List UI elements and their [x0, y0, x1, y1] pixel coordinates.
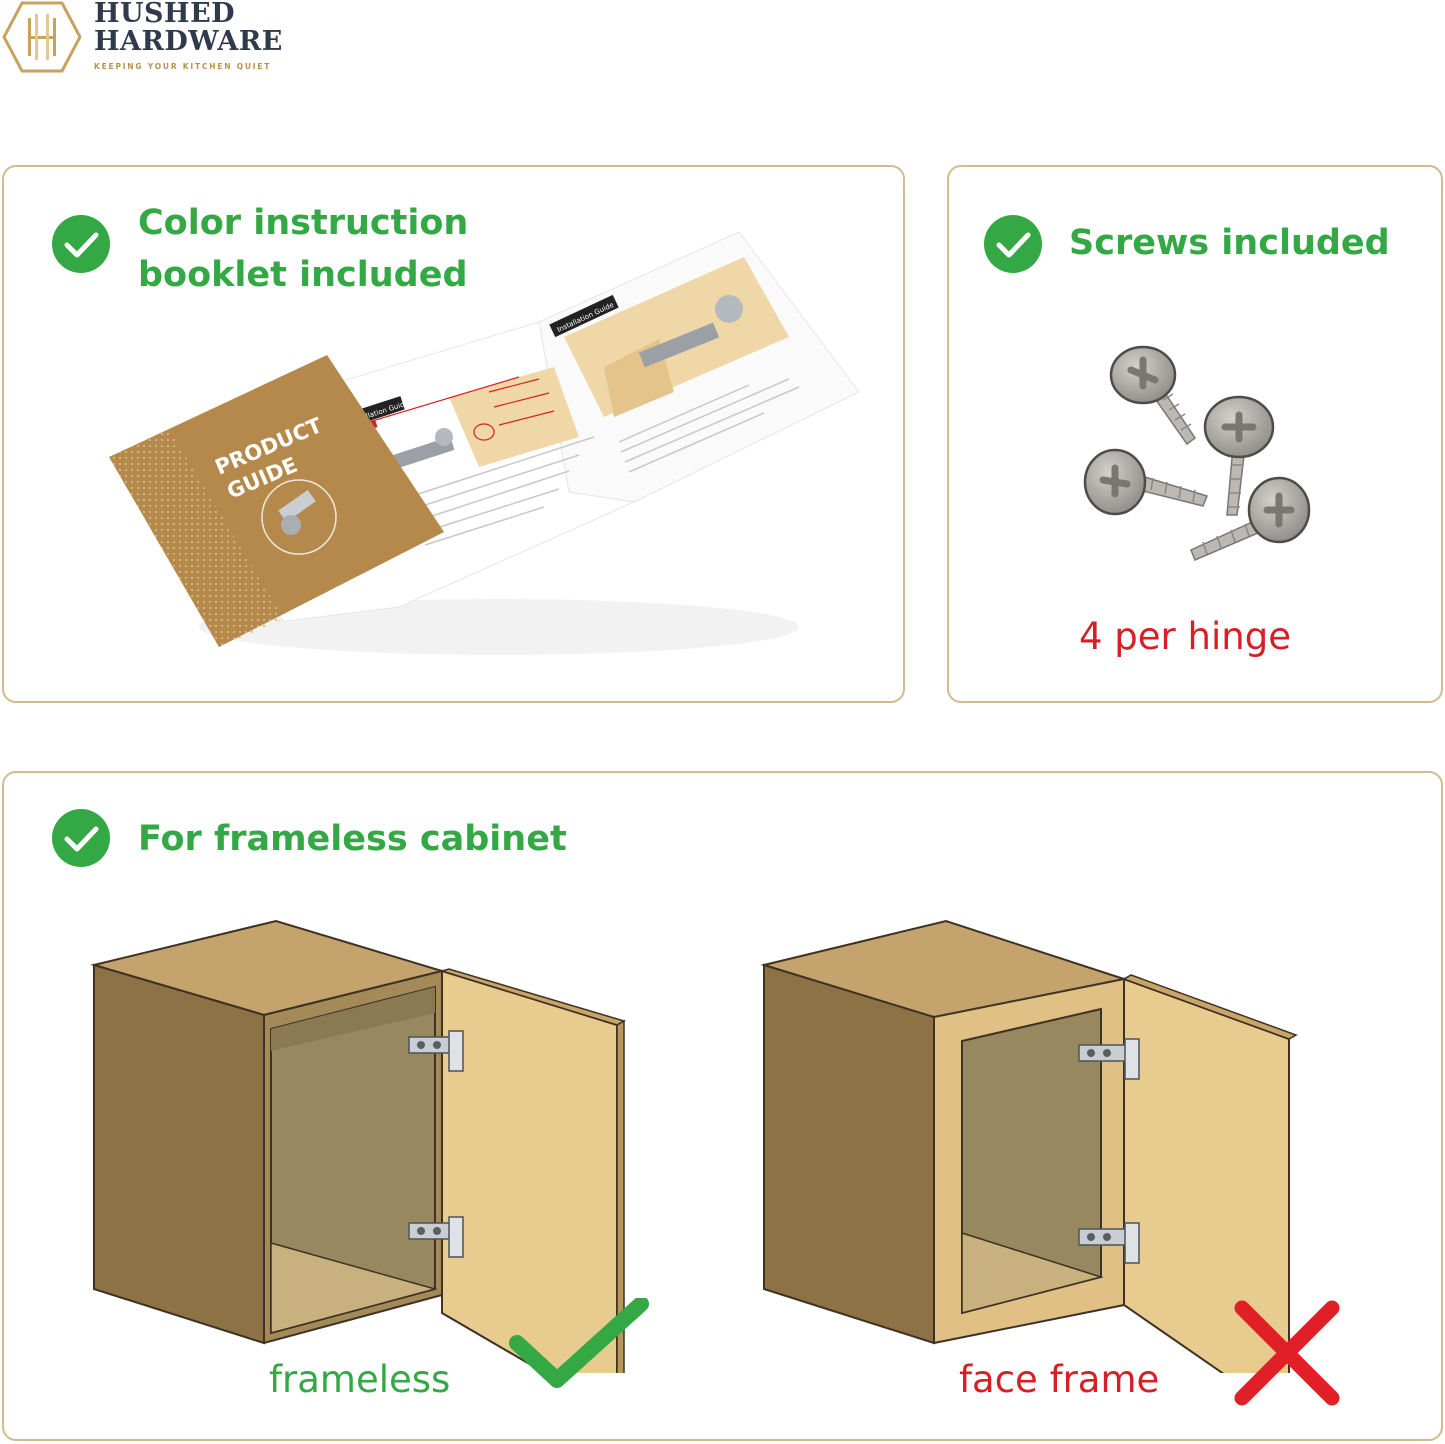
- screws-per-hinge-caption: 4 per hinge: [1079, 615, 1291, 658]
- screw-icon: [1203, 395, 1275, 516]
- instruction-booklet-illustration: Installation Guide Installation Guide: [109, 231, 860, 655]
- brand-name-line1: HUSHED: [94, 0, 236, 29]
- hinge-icon: [408, 1216, 464, 1258]
- frameless-label: frameless: [269, 1358, 451, 1401]
- cross-icon: [1234, 1300, 1340, 1406]
- hinge-icon: [1078, 1222, 1140, 1264]
- face-frame-label: face frame: [959, 1358, 1160, 1401]
- cabinet-heading: For frameless cabinet: [138, 819, 567, 859]
- hexagon-logo-icon: [2, 1, 82, 73]
- checkmark-icon: [509, 1298, 649, 1388]
- screws-feature-card: Screws included: [947, 165, 1443, 703]
- booklet-feature-card: Color instruction booklet included Insta…: [2, 165, 905, 703]
- hinge-icon: [1078, 1038, 1140, 1080]
- screw-icon: [1109, 345, 1197, 446]
- screws-heading: Screws included: [1069, 223, 1390, 263]
- brand-name-line2: HARDWARE: [94, 26, 283, 57]
- brand-logo: HUSHED HARDWARE KEEPING YOUR KITCHEN QUI…: [2, 0, 302, 74]
- frameless-cabinet-illustration: [90, 919, 626, 1373]
- cabinet-type-card: For frameless cabinet frameless: [2, 771, 1443, 1441]
- brand-tagline: KEEPING YOUR KITCHEN QUIET: [94, 62, 272, 71]
- check-circle-icon: [984, 215, 1042, 273]
- booklet-heading: Color instruction booklet included: [138, 203, 469, 295]
- hinge-icon: [408, 1030, 464, 1072]
- page-tab-right: [549, 294, 619, 338]
- screws-illustration: [1083, 345, 1311, 561]
- hinge-icon: [278, 489, 316, 523]
- screw-icon: [1190, 476, 1311, 561]
- check-circle-icon: [52, 215, 110, 273]
- check-circle-icon: [52, 809, 110, 867]
- screw-icon: [1083, 448, 1208, 516]
- face-frame-cabinet-illustration: [760, 919, 1298, 1373]
